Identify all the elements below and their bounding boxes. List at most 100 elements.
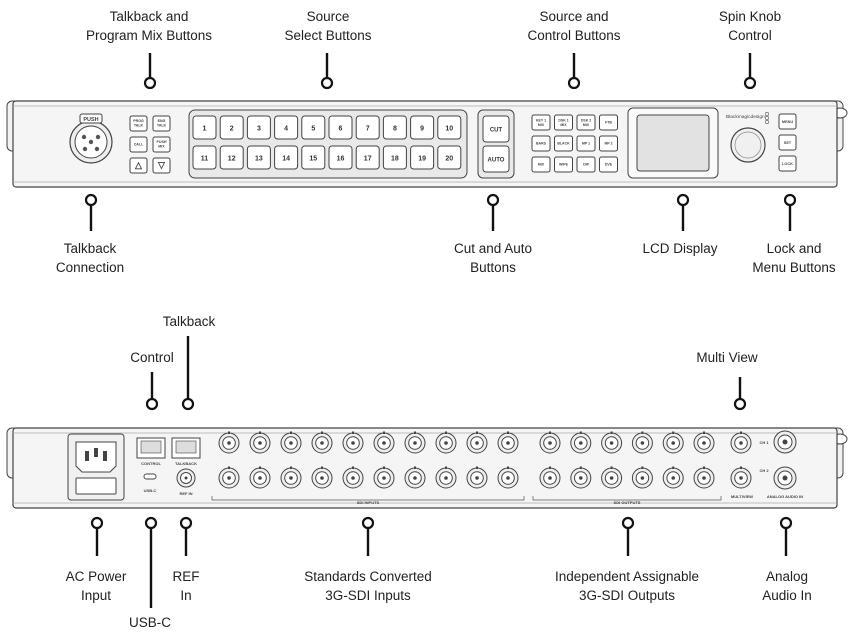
control-button-label: KEY 1: [536, 119, 546, 123]
leader-analog-audio: [779, 516, 793, 556]
sdi-input-bnc: [497, 466, 519, 489]
sdi-output-bnc: [601, 466, 623, 489]
control-ethernet-port: [136, 437, 166, 459]
source-button-12[interactable]: [219, 145, 244, 170]
source-button-5[interactable]: [301, 115, 326, 140]
leader-cut-auto: [486, 193, 500, 231]
control-button-label: BARS: [536, 142, 547, 146]
control-button-label: MIX: [560, 123, 567, 127]
lock-button[interactable]: [778, 155, 797, 172]
control-button-label: MIX: [538, 123, 545, 127]
source-button-7[interactable]: [355, 115, 380, 140]
sdi-output-bnc: [570, 431, 592, 454]
control-button-label: DSK 1: [558, 119, 568, 123]
sdi-inputs-bnc-group: [218, 431, 519, 489]
control-button[interactable]: [531, 114, 551, 131]
source-button-15[interactable]: [301, 145, 326, 170]
cut-button[interactable]: [482, 115, 510, 143]
source-button-20[interactable]: [437, 145, 462, 170]
source-button-label: 11: [201, 156, 209, 163]
control-button[interactable]: [554, 114, 573, 131]
sdi-output-bnc: [570, 466, 592, 489]
control-button[interactable]: [554, 135, 573, 152]
source-button-18[interactable]: [382, 145, 407, 170]
talkback-button[interactable]: [152, 136, 171, 153]
source-button-14[interactable]: [274, 145, 299, 170]
analog-audio-ch2-jack: [773, 466, 797, 490]
source-button-label: 13: [255, 156, 263, 163]
multiview-bnc-2: [730, 466, 752, 489]
source-button-11[interactable]: [192, 145, 217, 170]
callout-ac-power: AC Power Input: [65, 569, 127, 603]
source-button-13[interactable]: [246, 145, 271, 170]
source-button-16[interactable]: [328, 145, 353, 170]
control-button[interactable]: [599, 114, 618, 131]
spin-knob[interactable]: [730, 127, 766, 163]
sdi-inputs-bracket: [211, 496, 525, 501]
multiview-bnc-group: [730, 431, 752, 489]
sdi-input-bnc: [218, 466, 240, 489]
usb-c-port: [143, 473, 157, 480]
source-button-6[interactable]: [328, 115, 353, 140]
sdi-output-bnc: [662, 431, 684, 454]
source-button-label: 3: [257, 126, 261, 133]
control-button[interactable]: [599, 156, 618, 173]
talkback-button[interactable]: [152, 157, 171, 174]
control-button[interactable]: [531, 156, 551, 173]
menu-button[interactable]: [778, 113, 797, 130]
set-button[interactable]: [778, 134, 797, 151]
control-button-label: MIX: [583, 123, 590, 127]
callout-usb-c: USB-C: [128, 615, 172, 630]
control-button[interactable]: [599, 135, 618, 152]
usb-c-port-label: USB-C: [144, 488, 157, 493]
control-button[interactable]: [531, 135, 551, 152]
callout-source-control: Source and Control Buttons: [527, 9, 621, 43]
callout-analog-audio: Analog Audio In: [762, 569, 812, 603]
source-button-17[interactable]: [355, 145, 380, 170]
analog-audio-label: ANALOG AUDIO IN: [767, 494, 803, 499]
callout-talkback-program-mix: Talkback and Program Mix Buttons: [85, 9, 213, 43]
source-button-1[interactable]: [192, 115, 217, 140]
sdi-input-bnc: [249, 431, 271, 454]
source-button-19[interactable]: [410, 145, 435, 170]
source-button-label: 7: [366, 126, 370, 133]
leader-talkback-connection: [84, 193, 98, 231]
talkback-button[interactable]: [129, 136, 148, 153]
sdi-output-bnc: [631, 466, 653, 489]
auto-button[interactable]: [482, 145, 510, 173]
talkback-button[interactable]: [152, 115, 171, 132]
cut-button-label: CUT: [490, 128, 503, 134]
talkback-button-label: ENG: [158, 119, 166, 123]
lcd-display: [636, 114, 710, 172]
source-button-3[interactable]: [246, 115, 271, 140]
source-button-9[interactable]: [410, 115, 435, 140]
source-button-8[interactable]: [382, 115, 407, 140]
control-button-label: DSK 2: [581, 119, 591, 123]
talkback-button[interactable]: [129, 115, 148, 132]
leader-source-control: [567, 53, 581, 90]
control-button[interactable]: [576, 135, 596, 152]
sdi-input-bnc: [280, 466, 302, 489]
source-button-2[interactable]: [219, 115, 244, 140]
source-button-10[interactable]: [437, 115, 462, 140]
leader-usb-c: [144, 516, 158, 608]
control-button[interactable]: [554, 156, 573, 173]
sdi-output-bnc: [539, 466, 561, 489]
source-button-label: 12: [228, 156, 236, 163]
talkback-button[interactable]: [129, 157, 148, 174]
sdi-input-bnc: [466, 431, 488, 454]
rear-panel: CONTROL TALKBACK USB-C REF IN SDI INP: [6, 427, 848, 509]
ref-in-label: REF IN: [179, 491, 192, 496]
ref-in-bnc: [176, 468, 196, 488]
callout-talkback-connection: Talkback Connection: [55, 241, 125, 275]
control-button[interactable]: [576, 156, 596, 173]
control-button[interactable]: [576, 114, 596, 131]
control-button-label: DVE: [605, 163, 613, 167]
xlr-talkback-connector: PUSH: [69, 113, 113, 164]
source-button-4[interactable]: [274, 115, 299, 140]
source-button-label: 18: [391, 156, 399, 163]
